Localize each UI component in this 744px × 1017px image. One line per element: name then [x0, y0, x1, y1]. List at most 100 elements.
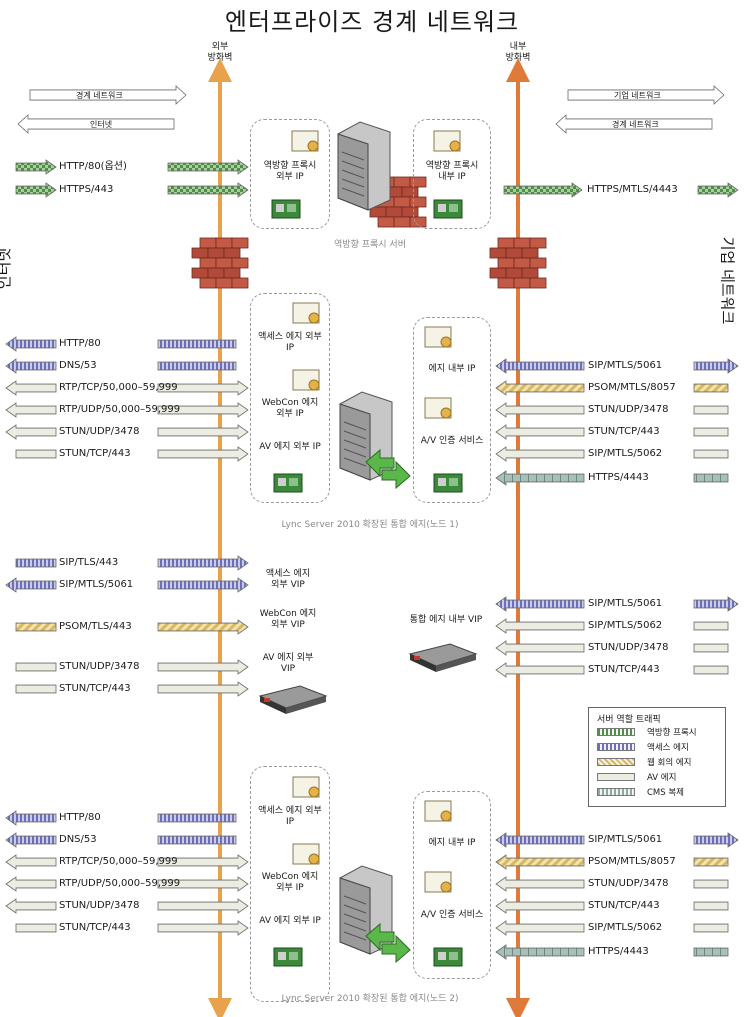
- vip-right-bar: [693, 621, 729, 631]
- internal-vip-load-balancer-icon-front: [436, 654, 476, 672]
- node1-edge-int-label: 에지 내부 IP: [428, 364, 476, 374]
- legend-swatch-cms: [597, 788, 635, 796]
- vip-right-label: SIP/MTLS/5062: [588, 620, 663, 631]
- node1-right-stub: [495, 424, 585, 440]
- internet-direction-arrow: [17, 114, 175, 134]
- legend-item-cms: CMS 복제: [647, 788, 685, 798]
- vip-right-stub: [495, 640, 585, 656]
- reverse-proxy-caption: 역방향 프록시 서버: [334, 240, 406, 250]
- vip-left-stub: [15, 662, 57, 672]
- edge-node2-internal-box: [413, 791, 491, 979]
- node1-left-label: RTP/TCP/50,000–59,999: [59, 382, 178, 393]
- node2-left-bar: [157, 835, 237, 845]
- proxy-left-arrow-stub: [15, 159, 57, 175]
- node1-sync-arrows: [365, 448, 395, 478]
- node2-left-arrow: [157, 898, 249, 914]
- node1-right-label: PSOM/MTLS/8057: [588, 382, 676, 393]
- node1-right-bar: [693, 427, 729, 437]
- node1-webcon-cert-icon-seal: [308, 379, 320, 391]
- perimeter-direction-label: 경계 네트워크: [76, 91, 123, 100]
- node2-right-bar: [693, 879, 729, 889]
- legend-item-webconf: 웹 회의 에지: [647, 758, 692, 768]
- proxy-left-arrow: [167, 182, 249, 198]
- vip-right-label: STUN/UDP/3478: [588, 642, 669, 653]
- vip-left-arrow: [157, 619, 249, 635]
- legend-item-av: AV 에지: [647, 773, 677, 783]
- node1-right-bar: [693, 473, 729, 483]
- vip-right-arrow: [693, 596, 739, 612]
- node2-webcon-cert-icon-seal: [308, 853, 320, 865]
- node2-left-label: STUN/UDP/3478: [59, 900, 140, 911]
- proxy-int-cert-icon-seal: [449, 140, 461, 152]
- vip-right-label: STUN/TCP/443: [588, 664, 660, 675]
- node2-webcon-ext-label: WebCon 에지 외부 IP: [261, 872, 319, 893]
- node2-int-cert-icon-seal: [440, 810, 452, 822]
- node1-right-bar: [693, 405, 729, 415]
- perimeter-left-direction-label: 경계 네트워크: [612, 120, 659, 129]
- node2-left-label: HTTP/80: [59, 812, 101, 823]
- node1-right-stub: [495, 358, 585, 374]
- node1-right-label: STUN/UDP/3478: [588, 404, 669, 415]
- node2-sync-arrows: [365, 922, 395, 952]
- node2-left-label: RTP/UDP/50,000–59,999: [59, 878, 181, 889]
- vip-right-stub: [495, 596, 585, 612]
- node2-left-stub: [5, 810, 57, 826]
- node1-right-label: HTTPS/4443: [588, 472, 649, 483]
- node2-left-stub: [5, 898, 57, 914]
- proxy-ext-nic-icon-chip: [276, 204, 284, 212]
- vip-left-stub: [15, 684, 57, 694]
- proxy-right-arrow-stub: [503, 182, 583, 198]
- reverse-proxy-external-ip-label: 역방향 프록시 외부 IP: [263, 161, 317, 182]
- node1-left-stub: [15, 449, 57, 459]
- node2-left-stub: [15, 923, 57, 933]
- vip-internal-label: 통합 에지 내부 VIP: [409, 615, 483, 625]
- node2-left-stub: [5, 832, 57, 848]
- node2-left-arrow: [157, 876, 249, 892]
- node1-av-auth-label: A/V 인증 서비스: [420, 436, 484, 446]
- node1-left-stub: [5, 424, 57, 440]
- internal-vip-load-balancer-icon-led: [414, 656, 420, 660]
- node2-right-label: SIP/MTLS/5061: [588, 834, 663, 845]
- node1-left-stub: [5, 358, 57, 374]
- node1-left-arrow: [157, 446, 249, 462]
- node2-sync-arrows-b: [381, 934, 411, 964]
- proxy-protocol-label: HTTPS/443: [59, 184, 114, 195]
- node2-left-label: RTP/TCP/50,000–59,999: [59, 856, 178, 867]
- vip-right-stub: [495, 662, 585, 678]
- node2-left-bar: [157, 813, 237, 823]
- perimeter-direction-arrow: [29, 85, 187, 105]
- proxy-int-nic-icon-chip: [438, 204, 446, 212]
- node1-auth-cert-icon-seal: [440, 407, 452, 419]
- node1-left-label: DNS/53: [59, 360, 97, 371]
- vip-left-stub: [15, 558, 57, 568]
- node1-left-label: STUN/UDP/3478: [59, 426, 140, 437]
- node2-auth-cert-icon-seal: [440, 881, 452, 893]
- node2-int-nic-icon-port: [449, 952, 458, 960]
- node2-left-stub: [5, 854, 57, 870]
- node2-left-label: STUN/TCP/443: [59, 922, 131, 933]
- reverse-proxy-external-box: [250, 119, 330, 229]
- node1-ext-nic-icon-port: [289, 478, 298, 486]
- node1-left-label: HTTP/80: [59, 338, 101, 349]
- reverse-proxy-internal-ip-label: 역방향 프록시 내부 IP: [425, 161, 479, 182]
- internal-firewall-icon: [489, 237, 547, 289]
- node2-left-stub: [5, 876, 57, 892]
- vip-left-stub: [5, 577, 57, 593]
- node1-webcon-ext-label: WebCon 에지 외부 IP: [261, 398, 319, 419]
- node1-right-stub: [495, 470, 585, 486]
- node2-left-label: DNS/53: [59, 834, 97, 845]
- node2-right-stub: [495, 898, 585, 914]
- node1-left-arrow: [157, 402, 249, 418]
- node2-left-arrow: [157, 920, 249, 936]
- proxy-protocol-label: HTTP/80(옵션): [59, 161, 127, 172]
- node1-left-stub: [5, 380, 57, 396]
- node2-right-stub: [495, 944, 585, 960]
- node1-left-label: STUN/TCP/443: [59, 448, 131, 459]
- external-vip-load-balancer-icon-front: [286, 696, 326, 714]
- legend-title: 서버 역할 트래픽: [597, 715, 661, 725]
- internet-direction-label: 인터넷: [90, 120, 113, 129]
- node2-right-stub: [495, 920, 585, 936]
- corporate-direction-arrow: [567, 85, 725, 105]
- vip-av-label: AV 에지 외부 VIP: [262, 653, 314, 674]
- proxy-right-protocol-label: HTTPS/MTLS/4443: [587, 184, 678, 195]
